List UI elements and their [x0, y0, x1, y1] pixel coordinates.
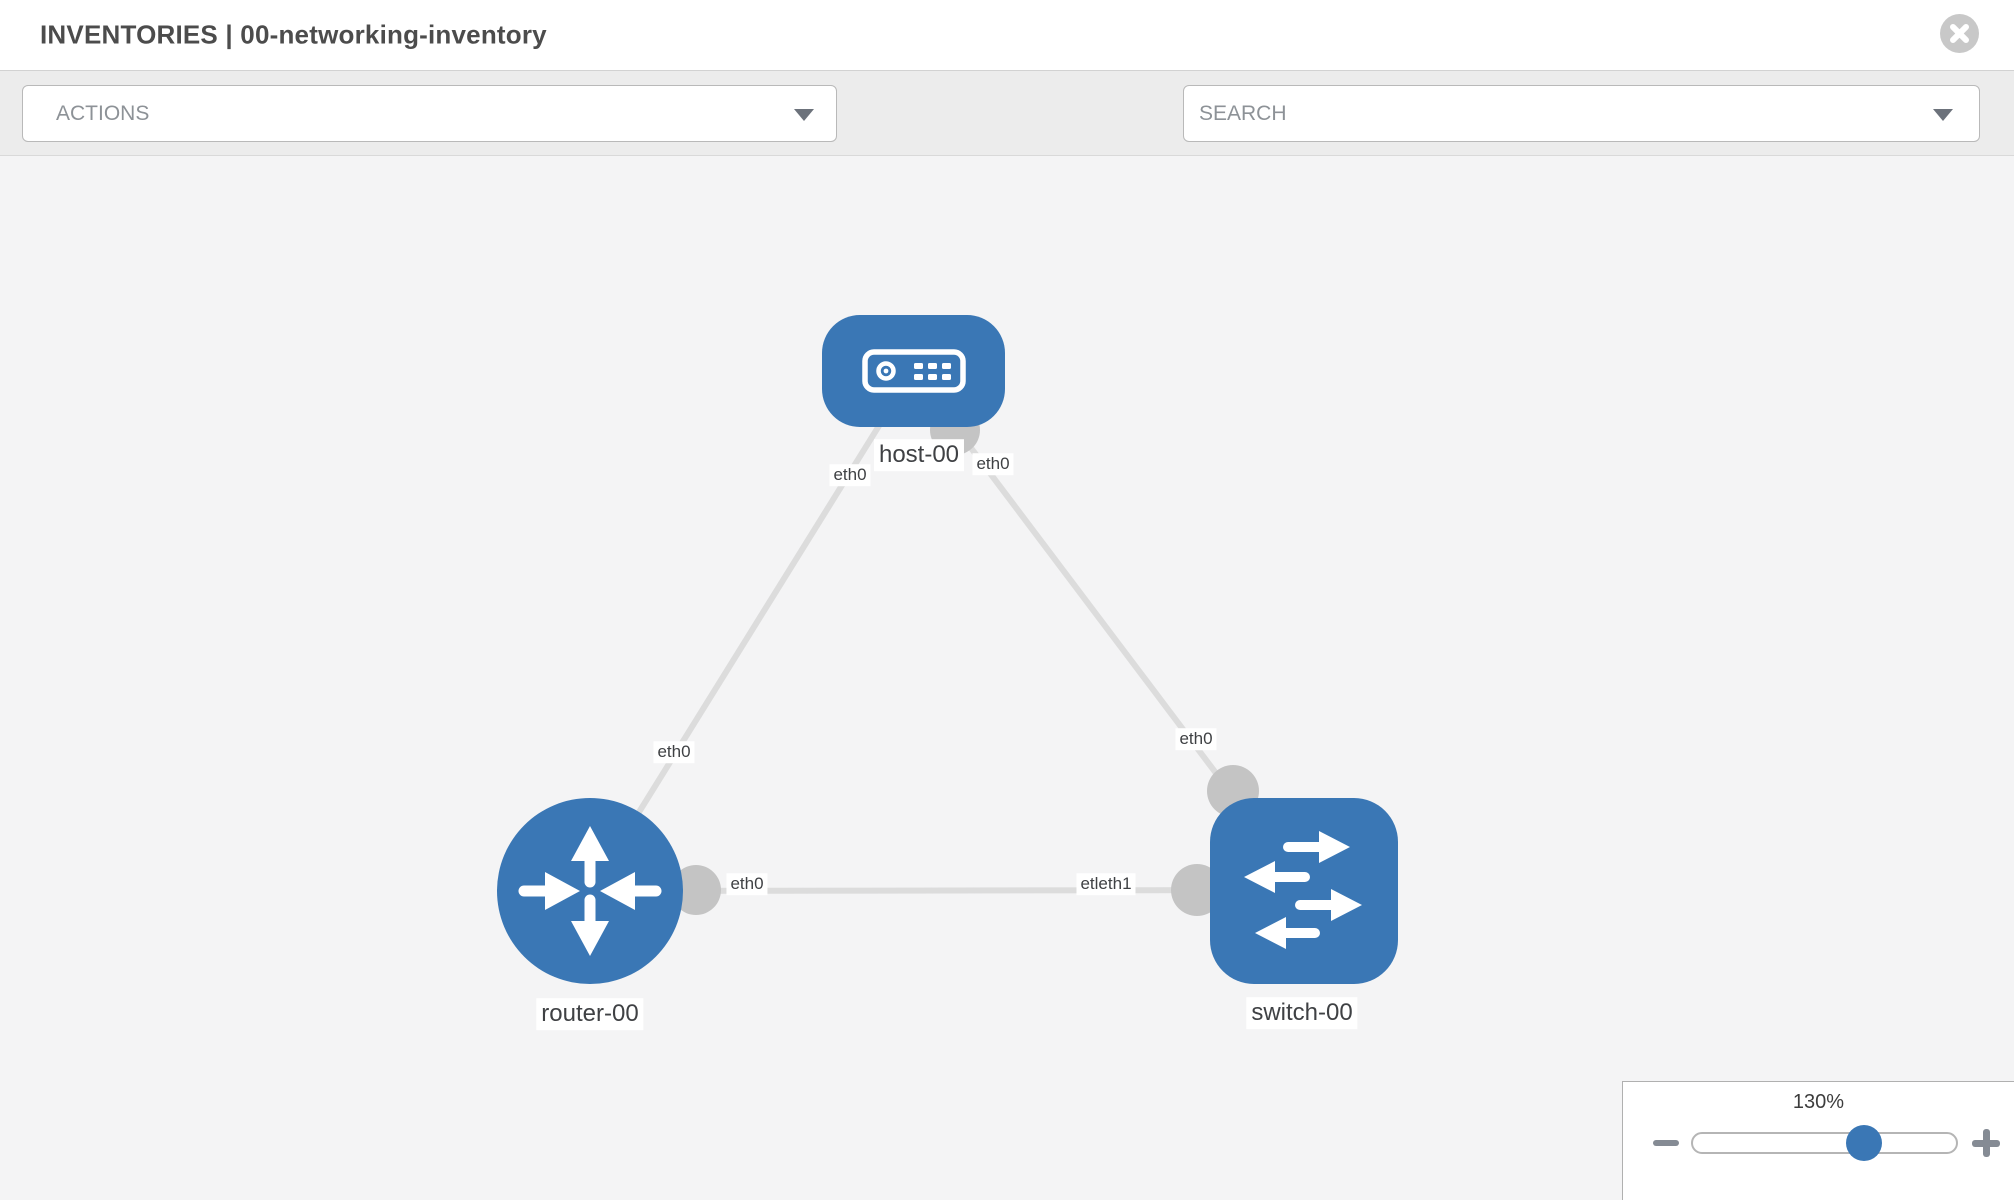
interface-label: eth0: [653, 741, 695, 763]
zoom-panel: 130%: [1622, 1081, 2014, 1200]
switch-arrows-icon: [1244, 831, 1362, 949]
actions-dropdown-label: ACTIONS: [56, 101, 150, 125]
interface-dot: [671, 865, 721, 915]
minus-icon: [1653, 1140, 1679, 1146]
page-title: INVENTORIES | 00-networking-inventory: [40, 19, 547, 50]
interface-label: etleth1: [1076, 873, 1136, 895]
interface-label: eth0: [829, 464, 871, 486]
node-label-host: host-00: [873, 439, 965, 471]
toolbar: ACTIONS: [0, 71, 2014, 200]
zoom-in-button[interactable]: [1972, 1129, 2000, 1157]
close-button[interactable]: [1940, 14, 1979, 53]
zoom-slider-thumb[interactable]: [1846, 1125, 1882, 1161]
zoom-out-button[interactable]: [1653, 1131, 1679, 1155]
host-device-icon: [861, 349, 966, 393]
node-label-router: router-00: [536, 998, 644, 1030]
topology-links-layer: [587, 369, 1307, 916]
interface-label: eth0: [972, 453, 1014, 475]
node-label-switch: switch-00: [1246, 997, 1358, 1029]
link-host-router: [587, 369, 916, 893]
header: INVENTORIES | 00-networking-inventory: [0, 0, 2014, 71]
close-icon: [1950, 24, 1969, 43]
search-placeholder: SEARCH: [1199, 101, 1287, 125]
zoom-level-value: 130%: [1792, 1091, 1845, 1113]
search-dropdown[interactable]: SEARCH: [1183, 85, 1980, 142]
zoom-slider-track[interactable]: [1691, 1132, 1958, 1154]
chevron-down-icon: [1933, 108, 1953, 121]
interface-label: eth0: [1175, 728, 1217, 750]
plus-icon: [1982, 1129, 1990, 1157]
actions-dropdown[interactable]: ACTIONS: [22, 85, 837, 142]
topology-canvas[interactable]: host-00 router-00 switch-00 eth0 eth0 et…: [0, 156, 2014, 1200]
node-switch-00[interactable]: [1210, 798, 1398, 984]
node-host-00[interactable]: [822, 315, 1005, 427]
chevron-down-icon: [794, 108, 814, 121]
node-router-00[interactable]: [497, 798, 683, 984]
interface-label: eth0: [726, 873, 768, 895]
router-arrows-icon: [518, 826, 662, 956]
